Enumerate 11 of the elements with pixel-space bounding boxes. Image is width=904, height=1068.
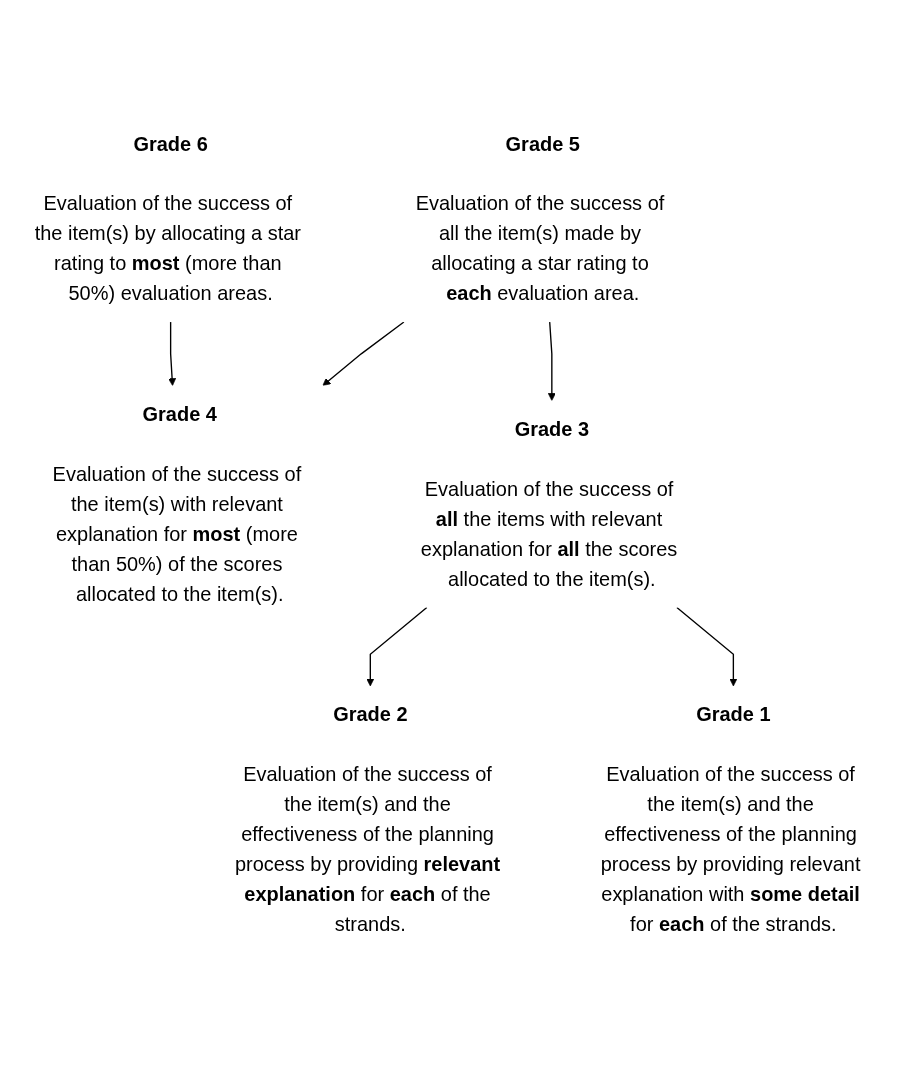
- arrow: [547, 321, 556, 401]
- node-text: Grade 5 Evaluation of the success of all the item(s) made by allocating a star rating to each evaluation area.: [415, 132, 665, 305]
- node-text: Grade 3 Evaluation of the success of all the items with relevant explanation for all the scores allocated to the item(s).: [420, 417, 678, 591]
- arrow: [168, 321, 177, 386]
- arrow: [366, 606, 428, 687]
- node-text: Grade 1 Evaluation of the success of the item(s) and the effectiveness of the planning process by providing relevant explanation with some detail for each of the strands.: [600, 703, 861, 936]
- arrow: [676, 606, 738, 687]
- arrow: [322, 321, 405, 386]
- node-text: Grade 6 Evaluation of the success of the item(s) by allocating a star rating to most (more than 50%) evaluation areas.: [34, 132, 302, 305]
- node-text: Grade 4 Evaluation of the success of the item(s) with relevant explanation for most (more than 50%) of the scores allocated to the item(s).: [52, 402, 302, 606]
- node-text: Grade 2 Evaluation of the success of the item(s) and the effectiveness of the planning process by providing relevant explanation for each of the strands.: [234, 703, 501, 936]
